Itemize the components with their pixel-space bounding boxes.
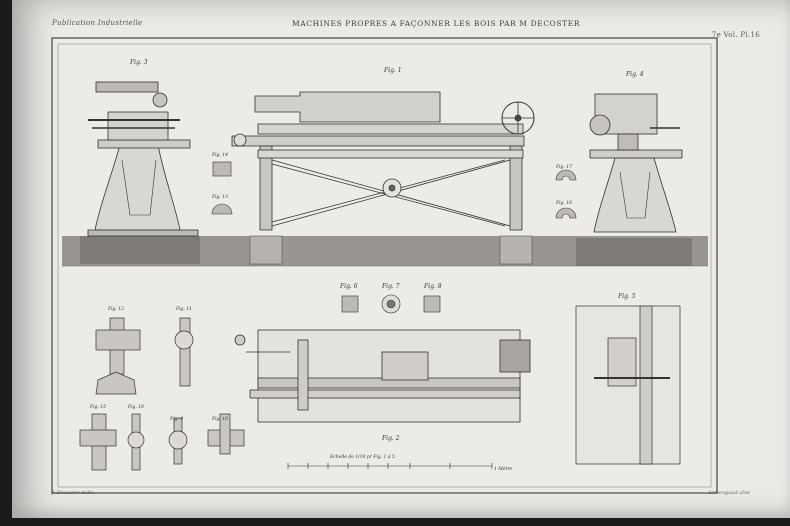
fig4-label: Fig. 4 [625, 71, 644, 78]
scale-bar [287, 463, 493, 469]
fig8-label: Fig. 8 [423, 283, 442, 290]
fig10-label: Fig. 10 [127, 404, 144, 410]
fig10b-label: Fig. 10 [211, 416, 228, 422]
volume-plate-number: 7e Vol. Pl.16 [711, 31, 760, 39]
engraver-credit: Armengaud aîné [708, 490, 750, 496]
plate-title: MACHINES PROPRES A FAÇONNER LES BOIS PAR… [292, 19, 581, 28]
scale-end-label: 1 Mètre [494, 465, 513, 472]
fig5-plan-view [575, 305, 681, 465]
inner-frame [57, 43, 712, 488]
fig9-label: Fig. 9 [169, 416, 183, 422]
fig14-label: Fig. 14 [211, 152, 228, 158]
fig12-label: Fig. 12 [107, 306, 124, 312]
fig2-label: Fig. 2 [381, 435, 400, 442]
scale-label: Echelle de 1/10 pr Fig. 1 à 5 [329, 453, 395, 460]
ground-section [62, 235, 708, 267]
fig15-label: Fig. 15 [89, 404, 106, 410]
fig17-label: Fig. 17 [555, 164, 572, 170]
fig3-machine-elevation [87, 81, 199, 237]
publication-name: Publication Industrielle [52, 19, 143, 27]
fig16-label: Fig. 16 [555, 200, 572, 206]
fig4-machine-elevation [589, 93, 683, 233]
bottom-detail-row [79, 413, 245, 471]
fig11-label: Fig. 11 [175, 306, 192, 312]
small-details-middle [341, 294, 441, 314]
fig5-label: Fig. 5 [617, 293, 636, 300]
fig13-label: Fig. 13 [211, 194, 228, 200]
fig3-label: Fig. 3 [129, 59, 148, 66]
fig6-label: Fig. 6 [339, 283, 358, 290]
fig1-bench-elevation [231, 91, 535, 231]
fig7-label: Fig. 7 [381, 283, 400, 290]
small-details-top [211, 161, 577, 219]
fig2-bench-plan [234, 329, 531, 423]
outer-frame [51, 37, 718, 494]
fig1-label: Fig. 1 [383, 67, 402, 74]
fig11-fig12-details [95, 317, 194, 395]
